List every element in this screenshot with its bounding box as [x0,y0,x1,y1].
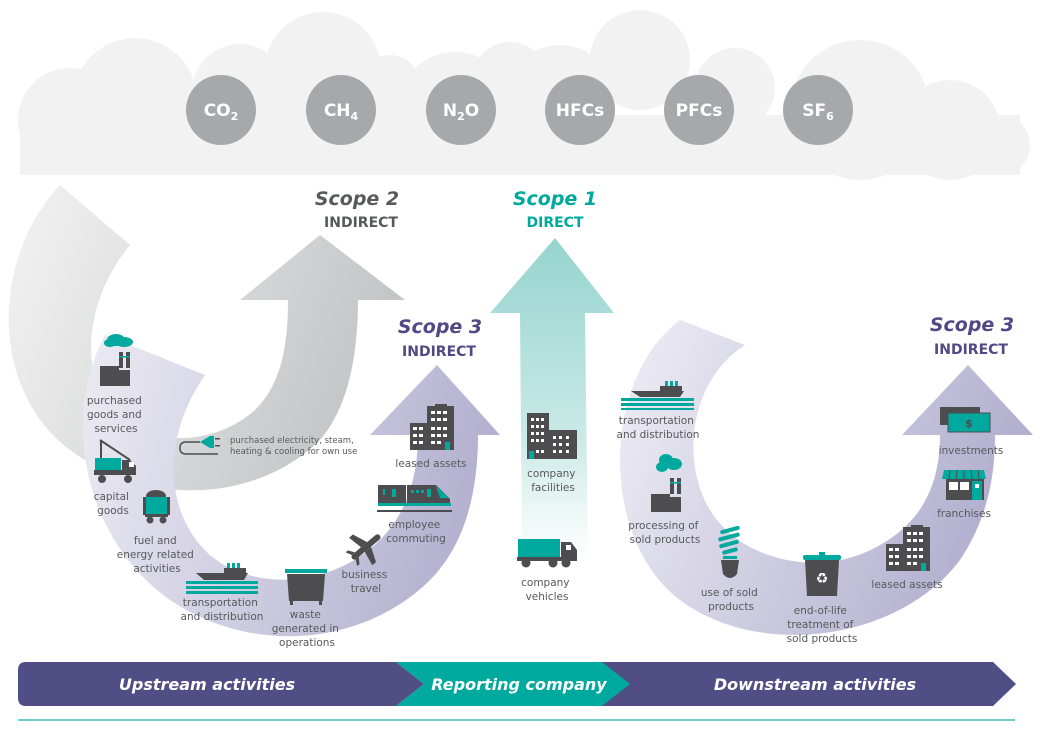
svg-text:capital goods: capital goods [94,491,133,517]
airplane-icon [345,534,381,567]
svg-text:Scope 1: Scope 1 [513,188,597,210]
ship-icon [186,563,258,594]
gas-co2: CO2 [186,75,256,145]
item-business-travel: business travel [341,534,390,595]
scope2-heading: Scope 2 INDIRECT [315,188,399,231]
svg-text:DIRECT: DIRECT [527,215,584,231]
svg-text:INDIRECT: INDIRECT [402,344,476,360]
building-icon [886,525,930,571]
clouds-background [18,10,1030,180]
item-downstream-leased-assets: leased assets [871,525,943,591]
item-upstream-leased-assets: leased assets [395,404,467,470]
item-company-vehicles: company vehicles [517,539,577,603]
item-employee-commuting: employee commuting [377,485,452,545]
item-purchased-electricity: purchased electricity, steam, heating & … [179,436,357,457]
svg-text:CO2: CO2 [204,101,239,123]
svg-text:company facilities: company facilities [527,468,579,494]
upstream-segment [18,662,424,706]
svg-text:transportation and distr: transportation and distribution [181,597,264,623]
upstream-label: Upstream activities [119,675,295,694]
svg-text:use of sold products: use of sold products [701,587,761,613]
gas-sf6: SF6 [783,75,853,145]
svg-text:INDIRECT: INDIRECT [934,342,1008,358]
item-end-of-life: ♻ end-of-life treatment of sold products [787,552,858,645]
recycle-bin-icon: ♻ [803,552,841,596]
truck-icon [517,539,577,568]
svg-text:processing of sold produ: processing of sold products [628,520,701,546]
item-processing: processing of sold products [628,454,701,546]
svg-text:transportation and distr: transportation and distribution [617,415,700,441]
svg-text:Scope 3: Scope 3 [398,316,482,338]
item-use-of-products: use of sold products [701,525,761,613]
gas-ch4: CH4 [306,75,376,145]
building-icon [527,413,577,459]
downstream-segment [598,662,1016,706]
item-franchises: franchises [937,469,991,520]
svg-text:business travel: business travel [341,569,390,595]
scope1-heading: Scope 1 DIRECT [513,188,597,231]
gas-pfcs: PFCs [664,75,734,145]
svg-text:end-of-life treatment of: end-of-life treatment of sold products [787,605,858,645]
svg-text:leased assets: leased assets [395,458,466,470]
svg-text:franchises: franchises [937,508,991,520]
scope1-arrow [490,238,614,560]
item-purchased-goods: purchased goods and services [87,334,145,435]
svg-text:fuel and energy related: fuel and energy related activities [117,535,197,575]
item-fuel-energy: fuel and energy related activities [117,490,197,575]
gas-hfcs: HFCs [545,75,615,145]
scope3-downstream-heading: Scope 3 INDIRECT [930,314,1014,358]
gas-n2o: N2O [426,75,496,145]
downstream-label: Downstream activities [714,675,916,694]
svg-text:CH4: CH4 [324,101,359,123]
item-capital-goods: capital goods [94,439,136,517]
lightbulb-icon [718,525,740,578]
svg-text:N2O: N2O [443,101,479,123]
dumpster-icon [285,569,327,605]
activity-bar: Upstream activities Reporting company Do… [18,662,1016,706]
svg-text:$: $ [965,417,973,430]
svg-text:Scope 2: Scope 2 [315,188,399,210]
item-downstream-transportation: transportation and distribution [617,381,700,441]
building-icon [410,404,454,450]
svg-text:PFCs: PFCs [676,101,723,121]
reporting-label: Reporting company [431,675,607,694]
ship-icon [621,381,694,410]
item-upstream-transportation: transportation and distribution [181,563,264,623]
svg-text:waste generated in: waste generated in operations [272,609,343,649]
svg-text:INDIRECT: INDIRECT [324,215,398,231]
factory-icon [651,454,682,512]
item-waste: waste generated in operations [272,569,343,649]
scope3-upstream-heading: Scope 3 INDIRECT [398,316,482,360]
storefront-icon [942,469,986,500]
gas-list: CO2 CH4 N2O HFCs PFCs SF6 [186,75,853,145]
svg-text:investments: investments [939,445,1004,457]
crane-truck-icon [94,439,136,483]
plug-icon [179,436,220,455]
svg-text:purchased goods and: purchased goods and services [87,395,145,435]
svg-text:purchased electricity, steam,: purchased electricity, steam, heating & … [230,436,357,457]
factory-icon [100,334,133,386]
svg-text:leased assets: leased assets [871,579,942,591]
item-investments: $ investments [939,407,1004,457]
item-company-facilities: company facilities [527,413,579,494]
scope3-upstream-arrow [82,335,501,637]
svg-text:employee commuting: employee commuting [386,519,446,545]
svg-text:HFCs: HFCs [556,101,604,121]
train-icon [377,485,452,512]
svg-text:company vehicles: company vehicles [521,577,573,603]
money-icon: $ [940,407,991,433]
svg-text:Scope 3: Scope 3 [930,314,1014,336]
coal-cart-icon [143,490,170,524]
reporting-segment [396,662,630,706]
svg-text:♻: ♻ [816,571,829,587]
svg-text:SF6: SF6 [802,101,834,123]
